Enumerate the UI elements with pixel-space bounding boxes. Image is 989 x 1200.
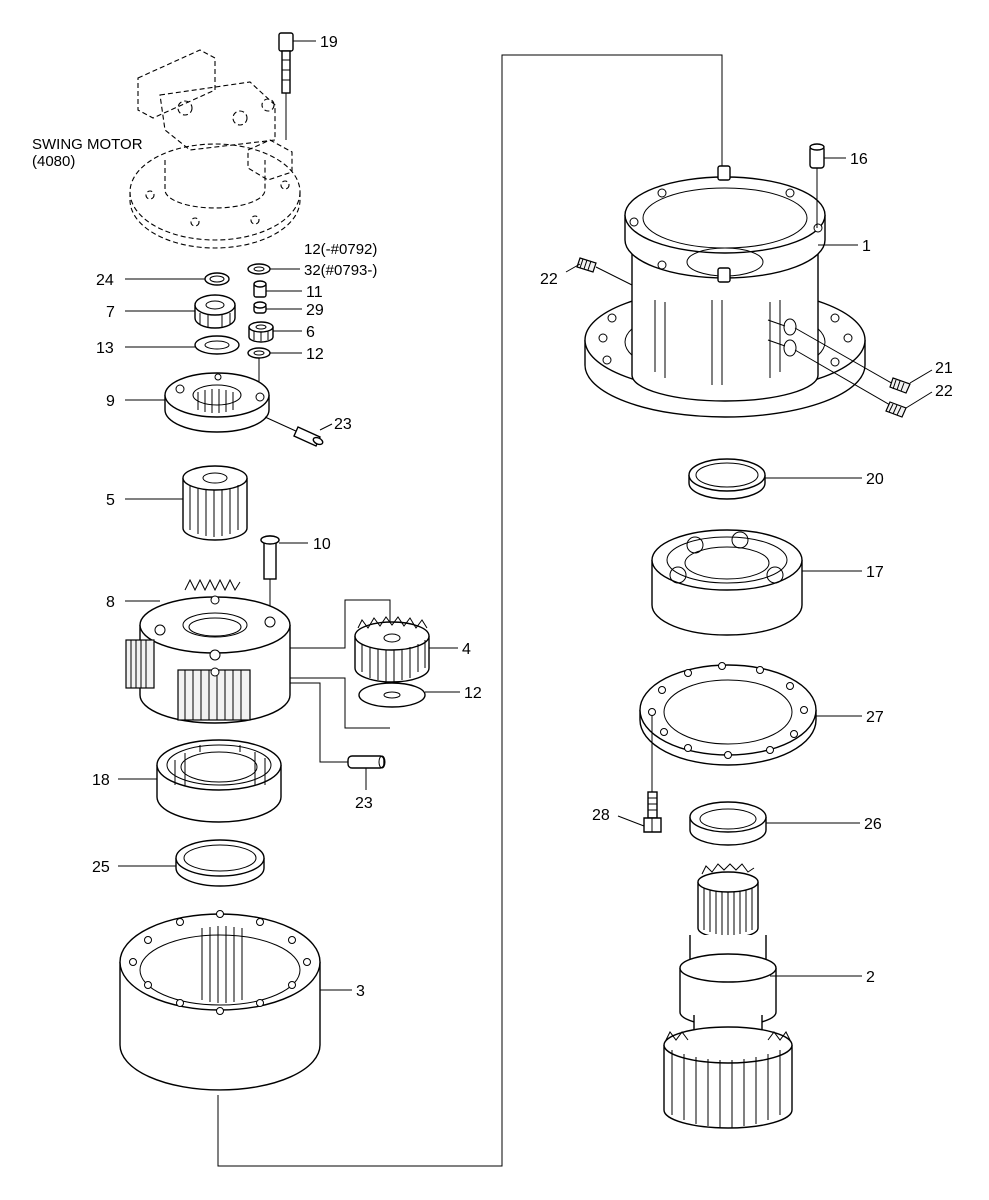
swing-motor [129, 49, 301, 249]
label-23-upper: 23 [334, 416, 352, 433]
label-2: 2 [866, 969, 875, 986]
label-4: 4 [462, 641, 471, 658]
label-7: 7 [106, 304, 115, 321]
label-21: 21 [935, 360, 953, 377]
label-22-right: 22 [935, 383, 953, 400]
assembly-connection-line [217, 54, 723, 1167]
part-16-dowel-pin [809, 143, 825, 228]
swing-motor-title: SWING MOTOR [32, 136, 143, 153]
label-10: 10 [313, 536, 331, 553]
label-32: 32(#0793-) [304, 262, 377, 279]
part-27-cover-plate [639, 662, 817, 766]
part-4-planet-gear [354, 616, 430, 683]
label-12-upper: 12(-#0792) [304, 241, 377, 258]
label-27: 27 [866, 709, 884, 726]
part-23-pin-lower [347, 755, 386, 769]
part-6-needle-bearing [248, 321, 274, 343]
label-8: 8 [106, 594, 115, 611]
part-2-pinion-shaft [663, 863, 793, 1129]
label-20: 20 [866, 471, 884, 488]
part-26-seal [689, 801, 767, 846]
label-12-lower: 12 [464, 685, 482, 702]
label-29: 29 [306, 302, 324, 319]
label-18: 18 [92, 772, 110, 789]
label-13: 13 [96, 340, 114, 357]
label-24: 24 [96, 272, 114, 289]
part-17-bearing [651, 529, 803, 636]
part-20-ring [688, 458, 766, 500]
part-3-ring-gear [119, 910, 321, 1091]
label-9: 9 [106, 393, 115, 410]
part-25-ring [175, 839, 265, 887]
label-26: 26 [864, 816, 882, 833]
label-6: 6 [306, 324, 315, 341]
part-1-housing [584, 165, 866, 418]
part-22-plug-right [794, 349, 907, 418]
part-19-bolt [278, 32, 294, 140]
label-25: 25 [92, 859, 110, 876]
swing-motor-code: (4080) [32, 153, 75, 170]
label-17: 17 [866, 564, 884, 581]
part-10-pin [260, 535, 280, 620]
part-5-sun-gear [182, 465, 248, 541]
part-8-planet-carrier [125, 578, 291, 724]
label-16: 16 [850, 151, 868, 168]
part-18-bearing [156, 739, 282, 823]
part-24-ring [204, 272, 230, 286]
part-28-bolt [643, 716, 662, 833]
part-22-plug-left [576, 257, 633, 286]
label-22-left: 22 [540, 271, 558, 288]
part-9-carrier [164, 372, 270, 433]
label-23-lower: 23 [355, 795, 373, 812]
label-1: 1 [862, 238, 871, 255]
part-11-pin [253, 280, 267, 298]
part-32-washer [247, 263, 271, 275]
part-12-washer [247, 347, 271, 359]
label-19: 19 [320, 34, 338, 51]
part-23-pin-upper [264, 416, 324, 447]
label-28: 28 [592, 807, 610, 824]
part-29-spacer [253, 301, 267, 314]
label-11: 11 [306, 284, 323, 301]
label-12-middle: 12 [306, 346, 324, 363]
label-3: 3 [356, 983, 365, 1000]
part-21-plug [794, 327, 911, 394]
part-7-gear [194, 294, 236, 329]
label-5: 5 [106, 492, 115, 509]
